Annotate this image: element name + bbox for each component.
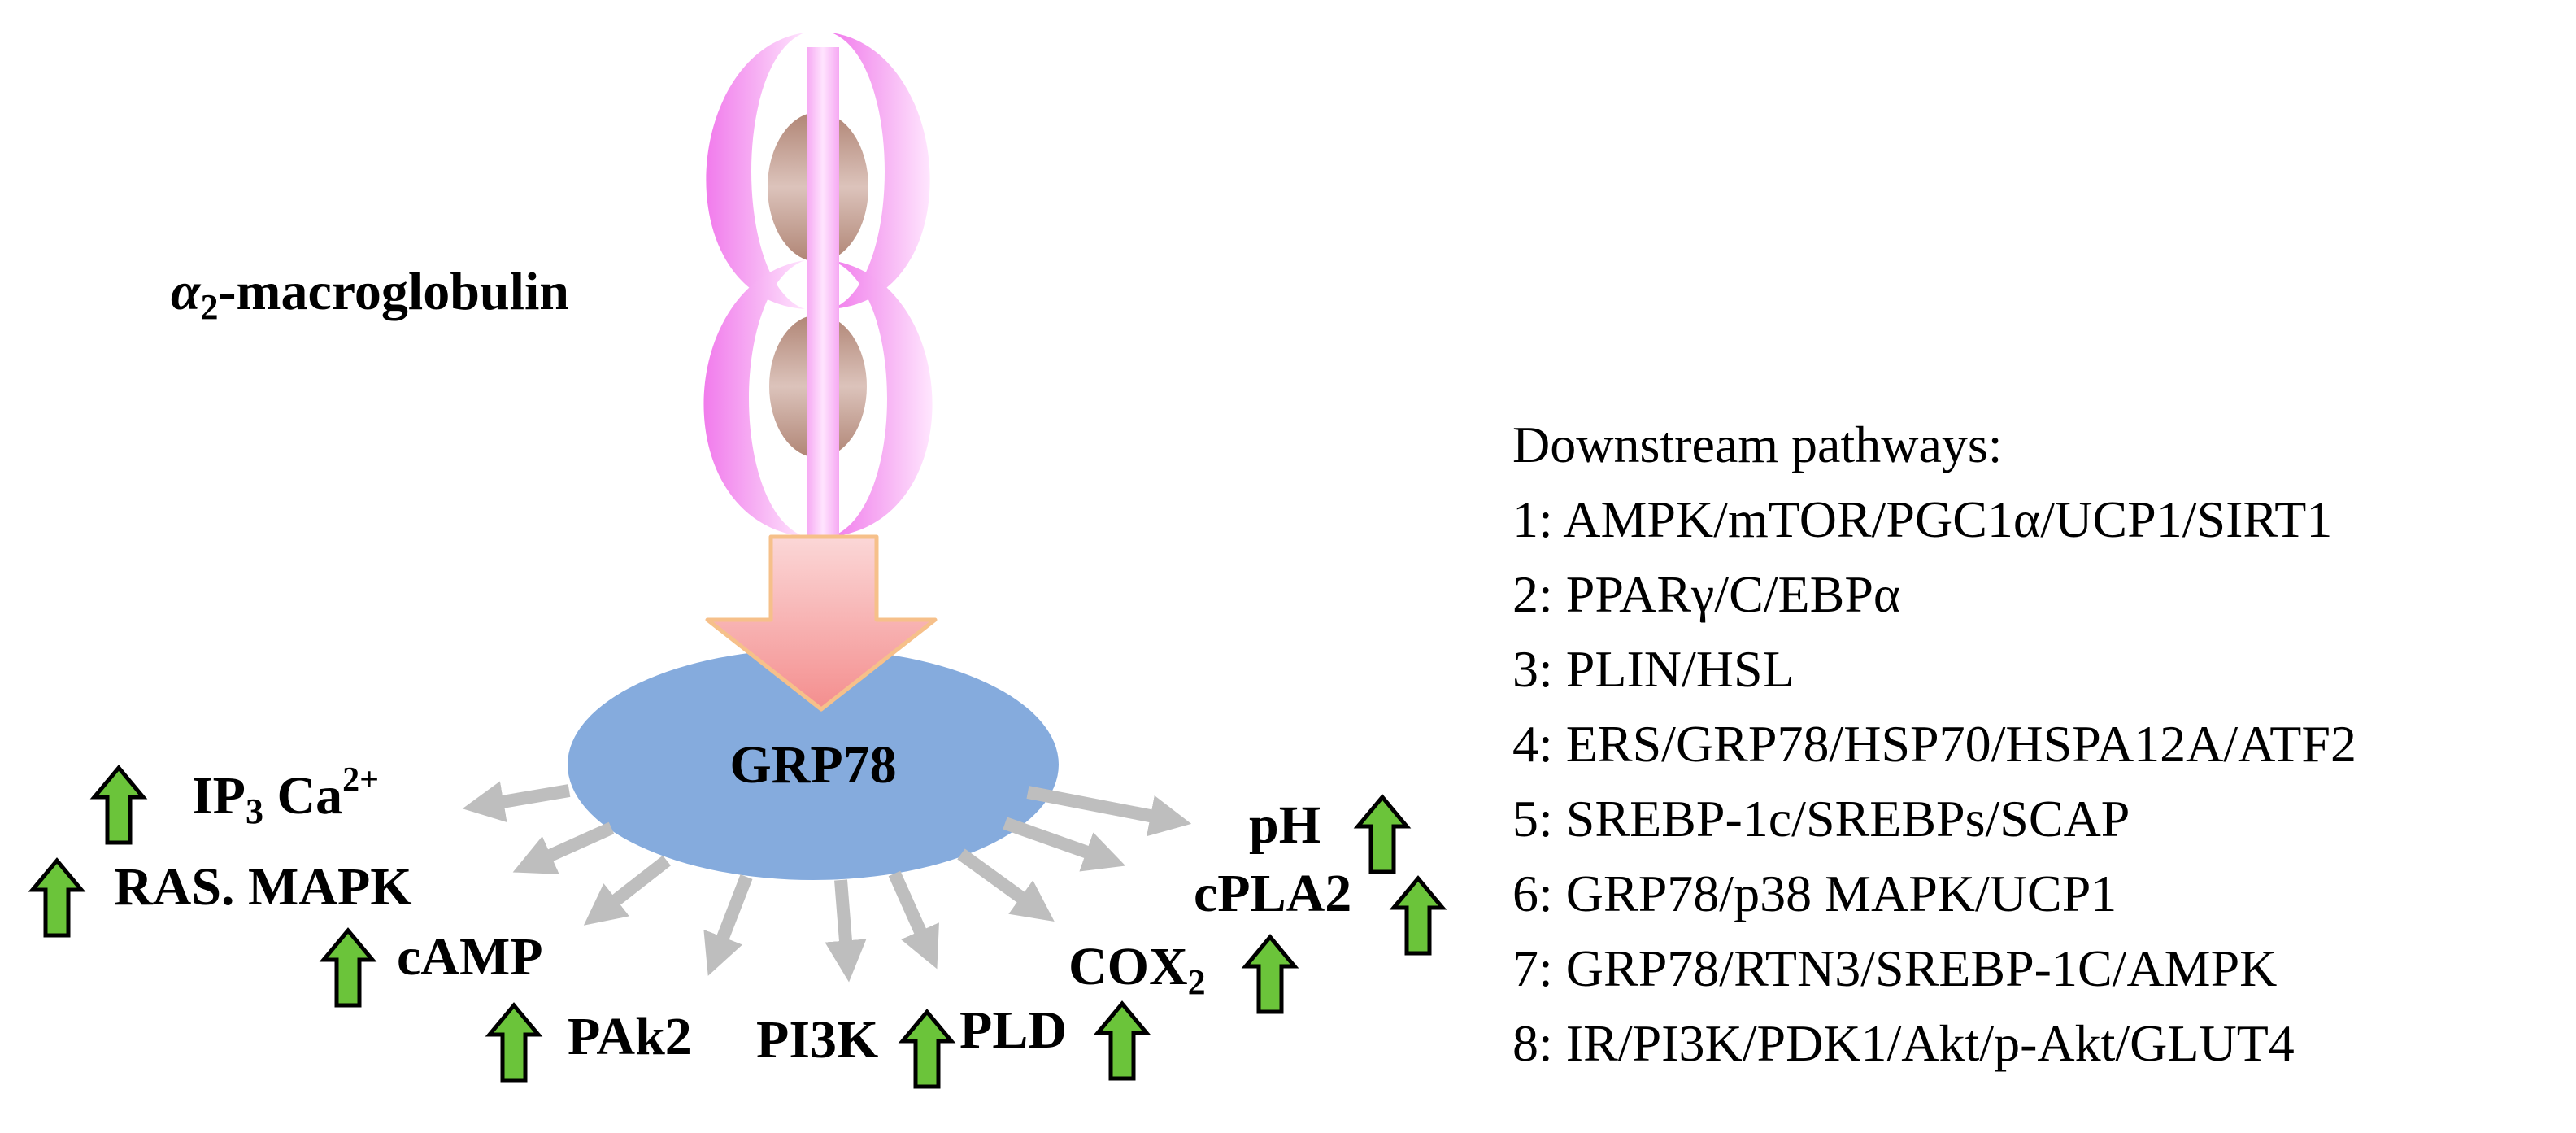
- arrow-cpla2: [1003, 817, 1126, 872]
- arrow-pi3k: [825, 879, 867, 983]
- label-cox2: COX2: [1068, 937, 1206, 1002]
- upper-ring-right: [831, 33, 930, 309]
- lower-ring-right: [831, 260, 933, 537]
- up-arrow-icon: [1389, 875, 1447, 956]
- label-camp: cAMP: [397, 927, 543, 987]
- up-arrow-icon: [1353, 794, 1412, 874]
- arrow-ph: [1026, 786, 1192, 837]
- arrow-pak2: [703, 874, 753, 976]
- legend-item: 4: ERS/GRP78/HSP70/HSPA12A/ATF2: [1512, 715, 2356, 773]
- upper-ring-left: [706, 33, 805, 309]
- pathway-legend: Downstream pathways: 1: AMPK/mTOR/PGC1α/…: [1512, 416, 2356, 1072]
- up-arrows: [28, 765, 1447, 1089]
- legend-item: 5: SREBP-1c/SREBPs/SCAP: [1512, 790, 2130, 848]
- arrow-pld: [888, 870, 939, 970]
- legend-item: 2: PPARγ/C/EBPα: [1512, 565, 1900, 623]
- label-pak2: PAk2: [568, 1007, 692, 1066]
- legend-item: 6: GRP78/p38 MAPK/UCP1: [1512, 865, 2117, 922]
- arrow-camp: [583, 855, 671, 926]
- up-arrow-icon: [898, 1009, 956, 1089]
- legend-item: 8: IR/PI3K/PDK1/Akt/p-Akt/GLUT4: [1512, 1014, 2295, 1072]
- up-arrow-icon: [485, 1002, 543, 1083]
- macroglobulin-label: α2-macroglobulin: [171, 262, 569, 327]
- binding-arrow: [705, 534, 938, 712]
- up-arrow-icon: [89, 765, 148, 845]
- central-bar: [807, 47, 839, 535]
- label-ph: pH: [1249, 795, 1321, 855]
- label-pi3k: PI3K: [756, 1010, 878, 1070]
- arrow-cox: [957, 848, 1055, 922]
- arrow-ras: [512, 821, 615, 874]
- up-arrow-icon: [1093, 1000, 1151, 1081]
- signal-arrows: [462, 781, 1192, 983]
- up-arrow-icon: [1241, 934, 1299, 1014]
- label-cpla2: cPLA2: [1194, 864, 1351, 923]
- lower-ring-left: [703, 260, 805, 537]
- up-arrow-icon: [28, 857, 86, 938]
- macroglobulin-graphic: [703, 33, 933, 537]
- grp78-receptor: [568, 649, 1059, 880]
- arrow-ip3: [462, 781, 571, 822]
- legend-item: 1: AMPK/mTOR/PGC1α/UCP1/SIRT1: [1512, 490, 2332, 548]
- legend-item: 3: PLIN/HSL: [1512, 640, 1795, 698]
- up-arrow-icon: [319, 927, 377, 1008]
- label-ras-mapk: RAS. MAPK: [114, 857, 412, 917]
- receptor-label: GRP78: [729, 735, 896, 795]
- legend-item: 7: GRP78/RTN3/SREBP-1C/AMPK: [1512, 939, 2277, 997]
- legend-title: Downstream pathways:: [1512, 416, 2003, 473]
- label-ip3-ca: IP3 Ca2+: [192, 761, 379, 831]
- label-pld: PLD: [959, 1000, 1067, 1060]
